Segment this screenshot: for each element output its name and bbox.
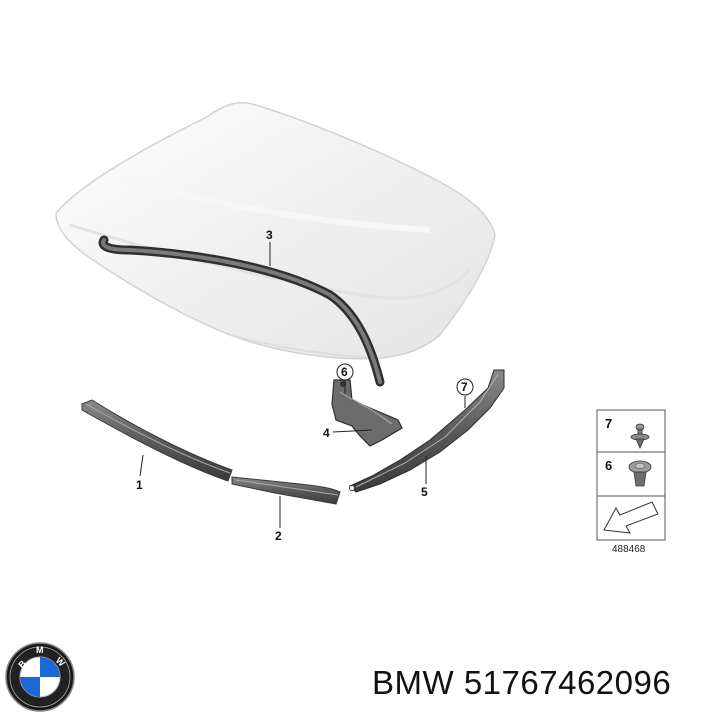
svg-text:6: 6 xyxy=(341,365,348,379)
hood-panel xyxy=(55,102,496,360)
hood-seal-part xyxy=(98,235,385,387)
callout-hood-seal: 3 xyxy=(266,228,273,242)
parts-legend: 7 6 xyxy=(596,409,666,541)
svg-text:7: 7 xyxy=(461,380,468,394)
callout-center-strip: 2 xyxy=(275,529,282,543)
bracket-part xyxy=(331,379,403,447)
svg-text:M: M xyxy=(36,645,44,655)
diagram-id: 488468 xyxy=(612,544,646,555)
push-clip-icon xyxy=(630,423,650,449)
center-strip-part xyxy=(231,476,341,505)
rivet-clip-icon xyxy=(628,460,652,487)
callout-labels: 3 6 4 7 1 2 5 xyxy=(136,228,474,543)
callout-clip-right: 7 xyxy=(456,378,474,396)
part-number: 51767462096 xyxy=(463,664,672,701)
leader-lines xyxy=(139,242,466,528)
bmw-logo: B M W xyxy=(5,642,75,712)
direction-arrow-icon xyxy=(603,501,659,534)
right-seal-part xyxy=(349,369,505,493)
callout-right-seal: 5 xyxy=(421,485,428,499)
left-strip-part xyxy=(81,399,233,482)
callout-clip-upper: 6 xyxy=(336,363,354,381)
brand-name: BMW xyxy=(372,664,455,701)
legend-item-bottom-number: 6 xyxy=(605,458,612,473)
callout-bracket: 4 xyxy=(323,426,330,440)
callout-left-strip: 1 xyxy=(136,478,143,492)
legend-item-top-number: 7 xyxy=(605,416,612,431)
part-caption: BMW 51767462096 xyxy=(372,664,671,702)
